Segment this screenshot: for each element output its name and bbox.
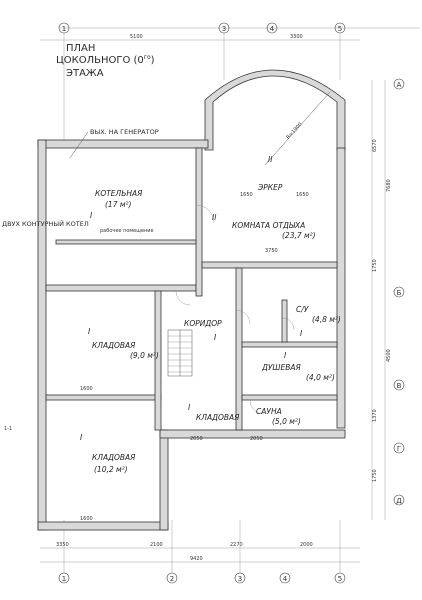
dim-bottom-2: 2100 — [150, 542, 163, 548]
dim-right-3: 1750 — [372, 259, 378, 272]
room-boiler-area: (17 м²) — [105, 200, 132, 209]
inner-dims: 1650 1650 3750 2050 2050 1600 1600 — [80, 192, 309, 522]
room-storage2-num: I — [80, 433, 83, 442]
dim-bottom-3: 2270 — [230, 542, 243, 548]
room-storage1-name: КЛАДОВАЯ — [92, 341, 135, 350]
axis-markers-top: 1 3 4 5 5100 3300 — [40, 22, 420, 140]
dim-top-2: 3300 — [290, 34, 303, 40]
dim-inner-2: 1650 — [296, 192, 309, 198]
radius-label: R=1900 — [285, 121, 303, 140]
room-storage2-area: (10,2 м²) — [94, 465, 128, 474]
title-line-1: ПЛАН — [66, 43, 95, 54]
room-storage3-num: I — [188, 403, 191, 412]
room-storage1-area: (9,0 м²) — [130, 351, 159, 360]
room-storage1-num: I — [88, 327, 91, 336]
dim-bottom-1: 3350 — [56, 542, 69, 548]
axis-right-a: А — [397, 81, 402, 89]
room-sauna-name: САУНА — [256, 407, 282, 416]
radius-line — [264, 91, 331, 166]
dim-right-5: 1370 — [372, 409, 378, 422]
room-storage3-name: КЛАДОВАЯ — [196, 413, 239, 422]
room-corridor-name: КОРИДОР — [184, 319, 222, 328]
room-erker-name: ЭРКЕР — [257, 183, 283, 192]
dim-right-1: 6570 — [372, 139, 378, 152]
room-storage2-name: КЛАДОВАЯ — [92, 453, 135, 462]
room-wc-area: (4,8 м²) — [312, 315, 341, 324]
room-lounge-num: II — [212, 213, 217, 222]
note-generator: ВЫХ. НА ГЕНЕРАТОР — [90, 128, 159, 136]
room-boiler-name: КОТЕЛЬНАЯ — [95, 189, 142, 198]
dim-inner-3: 3750 — [265, 248, 278, 254]
title-line-3: ЭТАЖА — [66, 68, 104, 79]
room-wc-num: I — [300, 329, 303, 338]
room-shower-name: ДУШЕВАЯ — [261, 363, 301, 372]
room-labels: КОТЕЛЬНАЯ (17 м²) I рабочее помещение ЭР… — [80, 155, 341, 474]
axis-right-b: Б — [397, 289, 402, 297]
dim-inner-6: 1600 — [80, 386, 93, 392]
axis-bottom-4: 4 — [283, 575, 288, 583]
dim-right-2: 7680 — [386, 179, 392, 192]
stairs — [167, 329, 193, 377]
room-shower-area: (4,0 м²) — [306, 373, 335, 382]
axis-right-e: Д — [396, 497, 402, 505]
dim-inner-1: 1650 — [240, 192, 253, 198]
note-boiler: ДВУХ КОНТУРНЫЙ КОТЕЛ — [2, 219, 89, 228]
axis-markers-right: А Б В Г Д 6570 7680 1750 4500 1370 1750 — [371, 78, 405, 520]
walls — [37, 69, 346, 531]
doors — [175, 204, 295, 415]
axis-bottom-5: 5 — [338, 575, 342, 583]
axis-right-d: Г — [397, 445, 401, 453]
axis-top-5: 5 — [338, 25, 342, 33]
dim-inner-4: 2050 — [190, 436, 203, 442]
room-shower-num: I — [284, 351, 287, 360]
axis-top-1: 1 — [62, 25, 66, 33]
axis-bottom-3: 3 — [238, 575, 242, 583]
room-corridor-num: I — [214, 333, 217, 342]
axis-top-4: 4 — [270, 25, 275, 33]
note-left-mark: 1-1 — [4, 426, 12, 432]
plan-title: ПЛАН ЦОКОЛЬНОГО (0го) ЭТАЖА — [56, 43, 155, 79]
axis-bottom-2: 2 — [170, 575, 174, 583]
dim-bottom-4: 2000 — [300, 542, 313, 548]
axis-top-3: 3 — [222, 25, 226, 33]
dim-right-6: 1750 — [372, 469, 378, 482]
dim-right-4: 4500 — [386, 349, 392, 362]
dim-bottom-overall: 9420 — [190, 556, 203, 562]
dim-inner-5: 2050 — [250, 436, 263, 442]
dim-top-1: 5100 — [130, 34, 143, 40]
room-lounge-name: КОМНАТА ОТДЫХА — [232, 221, 305, 230]
axis-right-c: В — [397, 382, 402, 390]
dim-inner-7: 1600 — [80, 516, 93, 522]
room-erker-num: II — [268, 155, 273, 164]
axis-bottom-1: 1 — [62, 575, 66, 583]
room-boiler-num: I — [90, 211, 93, 220]
notes: ВЫХ. НА ГЕНЕРАТОР ДВУХ КОНТУРНЫЙ КОТЕЛ 1… — [2, 128, 159, 432]
room-boiler-sub: рабочее помещение — [100, 228, 154, 234]
room-lounge-area: (23,7 м²) — [282, 231, 316, 240]
room-wc-name: С/У — [296, 305, 309, 314]
room-sauna-area: (5,0 м²) — [272, 417, 301, 426]
title-line-2: ЦОКОЛЬНОГО (0го) — [56, 54, 155, 66]
